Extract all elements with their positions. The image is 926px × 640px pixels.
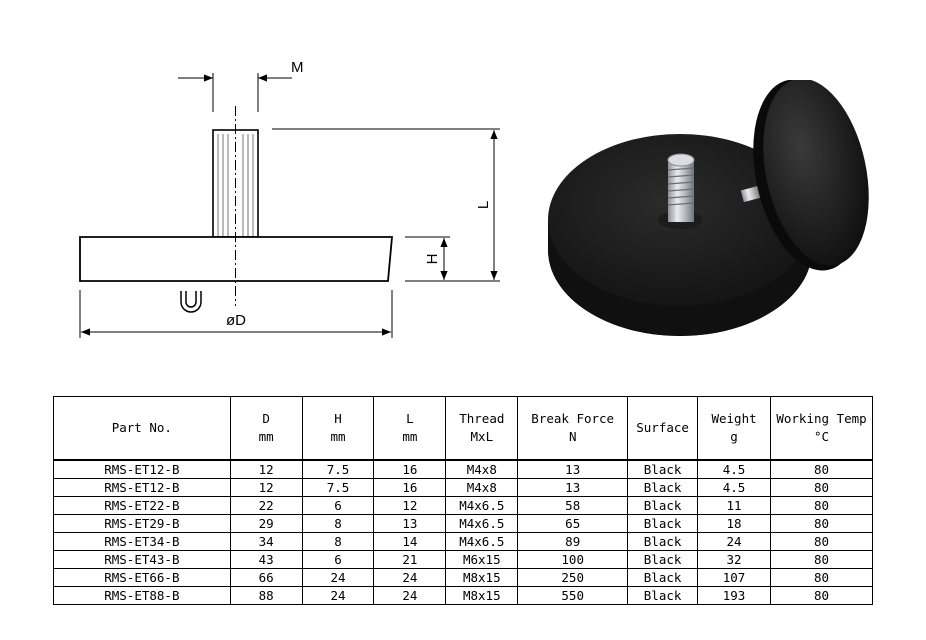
cell-l: 14 (373, 532, 447, 551)
cell-l: 16 (373, 459, 447, 479)
cell-thread: M4x6.5 (445, 532, 519, 551)
cell-working-temp: 80 (770, 568, 873, 587)
cell-d: 22 (229, 496, 303, 515)
cell-surface: Black (627, 532, 699, 551)
cell-weight: 4.5 (697, 478, 772, 497)
cell-thread: M4x8 (445, 459, 519, 479)
cell-surface: Black (627, 514, 699, 533)
cell-part-no: RMS-ET66-B (53, 568, 231, 587)
cell-surface: Black (627, 568, 699, 587)
standing-magnet-face (763, 80, 869, 266)
cell-h: 8 (301, 532, 375, 551)
cell-part-no: RMS-ET34-B (53, 532, 231, 551)
cell-weight: 193 (697, 586, 772, 605)
cell-break-force: 250 (517, 568, 629, 587)
cell-weight: 32 (697, 550, 772, 569)
cell-l: 13 (373, 514, 447, 533)
cell-surface: Black (627, 478, 699, 497)
cell-d: 12 (229, 459, 303, 479)
cell-break-force: 550 (517, 586, 629, 605)
cell-working-temp: 80 (770, 496, 873, 515)
cell-weight: 4.5 (697, 459, 772, 479)
cell-l: 24 (373, 586, 447, 605)
cell-d: 43 (229, 550, 303, 569)
cell-h: 7.5 (301, 459, 375, 479)
dim-label-h: H (424, 254, 441, 265)
magnet-symbol-icon (180, 291, 202, 313)
dim-label-m: M (291, 59, 304, 76)
cell-weight: 24 (697, 532, 772, 551)
cell-surface: Black (627, 459, 699, 479)
cell-working-temp: 80 (770, 550, 873, 569)
cell-part-no: RMS-ET12-B (53, 459, 231, 479)
product-photo (548, 80, 869, 336)
cell-surface: Black (627, 586, 699, 605)
cell-break-force: 89 (517, 532, 629, 551)
cell-thread: M4x6.5 (445, 514, 519, 533)
cell-working-temp: 80 (770, 478, 873, 497)
cell-h: 8 (301, 514, 375, 533)
cell-d: 34 (229, 532, 303, 551)
cell-l: 16 (373, 478, 447, 497)
cell-d: 12 (229, 478, 303, 497)
cell-part-no: RMS-ET88-B (53, 586, 231, 605)
header-working-temp: Working Temp°C (770, 396, 873, 461)
cell-break-force: 100 (517, 550, 629, 569)
cell-h: 6 (301, 550, 375, 569)
cell-part-no: RMS-ET43-B (53, 550, 231, 569)
cell-weight: 11 (697, 496, 772, 515)
cell-break-force: 58 (517, 496, 629, 515)
cell-h: 7.5 (301, 478, 375, 497)
cell-weight: 107 (697, 568, 772, 587)
cell-thread: M4x8 (445, 478, 519, 497)
cell-l: 21 (373, 550, 447, 569)
dim-label-l: L (475, 201, 492, 209)
cell-l: 12 (373, 496, 447, 515)
cell-thread: M8x15 (445, 586, 519, 605)
cell-working-temp: 80 (770, 459, 873, 479)
cell-part-no: RMS-ET22-B (53, 496, 231, 515)
cell-surface: Black (627, 496, 699, 515)
cell-d: 88 (229, 586, 303, 605)
cell-l: 24 (373, 568, 447, 587)
cell-d: 66 (229, 568, 303, 587)
cell-weight: 18 (697, 514, 772, 533)
header-surface: Surface (627, 396, 699, 461)
technical-drawing: M L H øD (79, 59, 500, 338)
cell-h: 24 (301, 568, 375, 587)
cell-break-force: 13 (517, 478, 629, 497)
cell-break-force: 13 (517, 459, 629, 479)
cell-h: 24 (301, 586, 375, 605)
cell-d: 29 (229, 514, 303, 533)
cell-thread: M6x15 (445, 550, 519, 569)
cell-working-temp: 80 (770, 514, 873, 533)
cell-part-no: RMS-ET29-B (53, 514, 231, 533)
cell-h: 6 (301, 496, 375, 515)
cell-part-no: RMS-ET12-B (53, 478, 231, 497)
header-part-no: Part No. (53, 396, 231, 461)
cell-working-temp: 80 (770, 532, 873, 551)
dim-label-d: øD (226, 312, 246, 329)
cell-break-force: 65 (517, 514, 629, 533)
cell-surface: Black (627, 550, 699, 569)
cell-thread: M4x6.5 (445, 496, 519, 515)
cell-thread: M8x15 (445, 568, 519, 587)
cell-working-temp: 80 (770, 586, 873, 605)
